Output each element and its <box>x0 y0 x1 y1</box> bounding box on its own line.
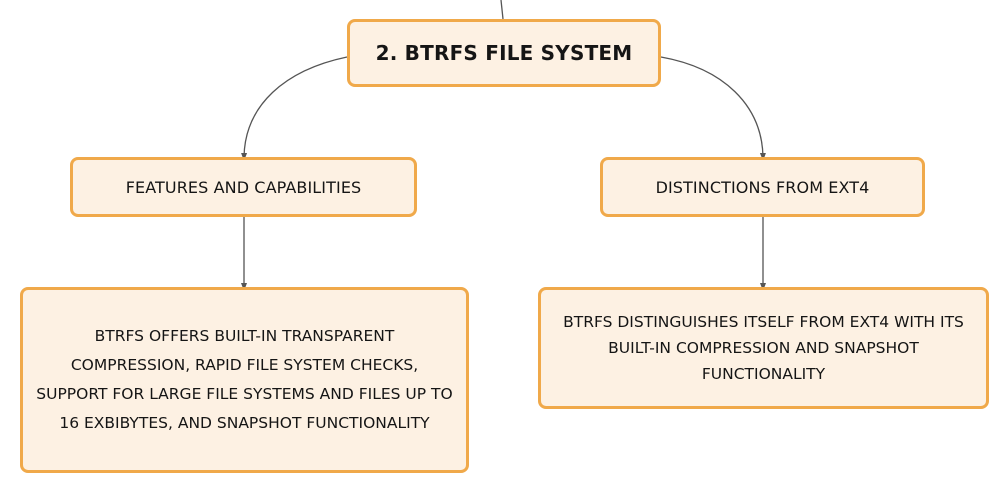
topic-node-features[interactable]: FEATURES AND CAPABILITIES <box>70 157 417 217</box>
topic-node-distinctions[interactable]: DISTINCTIONS FROM EXT4 <box>600 157 925 217</box>
detail-node-features[interactable]: BTRFS OFFERS BUILT-IN TRANSPARENT COMPRE… <box>20 287 469 473</box>
connector-root-to-features <box>241 56 348 161</box>
detail-text-features: BTRFS OFFERS BUILT-IN TRANSPARENT COMPRE… <box>36 327 453 432</box>
incoming-connector <box>500 0 504 20</box>
detail-node-distinctions[interactable]: BTRFS DISTINGUISHES ITSELF FROM EXT4 WIT… <box>538 287 989 409</box>
root-topic-label: 2. BTRFS FILE SYSTEM <box>375 41 633 65</box>
topic-label-distinctions: DISTINCTIONS FROM EXT4 <box>655 177 870 197</box>
connector-root-to-distinctions <box>660 56 766 161</box>
topic-label-features: FEATURES AND CAPABILITIES <box>125 177 362 197</box>
detail-text-distinctions: BTRFS DISTINGUISHES ITSELF FROM EXT4 WIT… <box>563 313 964 383</box>
root-topic-node[interactable]: 2. BTRFS FILE SYSTEM <box>347 19 661 87</box>
